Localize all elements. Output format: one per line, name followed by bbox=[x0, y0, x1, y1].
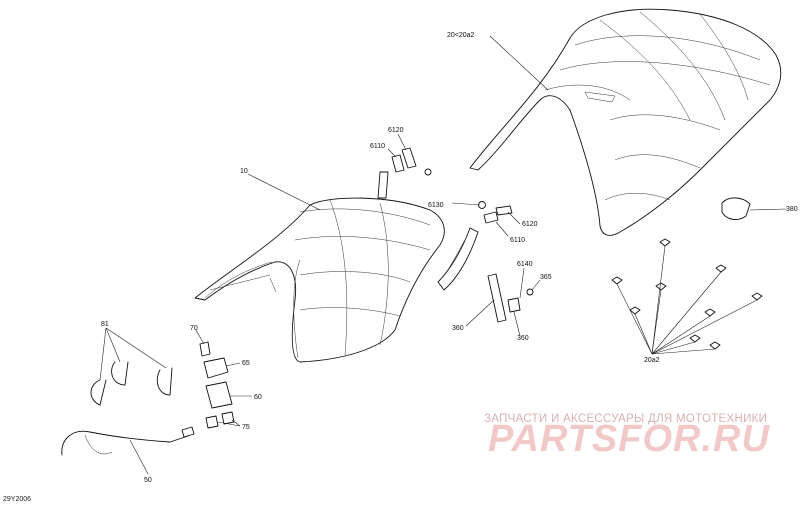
rear-seat bbox=[469, 8, 782, 236]
label-20a2: 20a2 bbox=[644, 357, 660, 364]
label-50: 50 bbox=[144, 477, 152, 484]
watermark-logo: PARTSFOR.RU bbox=[488, 418, 770, 460]
label-20-20a2: 20<20a2 bbox=[447, 32, 475, 39]
label-365: 365 bbox=[540, 274, 552, 281]
leader-lines bbox=[99, 35, 787, 475]
clips-20a2 bbox=[611, 238, 763, 350]
hardware-upper bbox=[391, 147, 751, 323]
diagram-code: 29Y2006 bbox=[3, 496, 32, 503]
label-65: 65 bbox=[242, 360, 250, 367]
hardware-lower bbox=[61, 341, 235, 456]
watermark-tagline: ЗАПЧАСТИ И АКСЕССУАРЫ ДЛЯ МОТОТЕХНИКИ bbox=[484, 413, 768, 425]
label-75: 75 bbox=[242, 424, 250, 431]
callout-labels: 20<20a2 6120 6110 10 6130 6120 6110 6140… bbox=[101, 32, 798, 484]
label-60: 60 bbox=[254, 394, 262, 401]
label-380: 380 bbox=[786, 206, 798, 213]
label-6130: 6130 bbox=[428, 202, 444, 209]
label-70: 70 bbox=[190, 325, 198, 332]
label-6120-upper: 6120 bbox=[388, 127, 404, 134]
label-360-rod: 360 bbox=[452, 325, 464, 332]
label-10: 10 bbox=[240, 168, 248, 175]
label-6140: 6140 bbox=[517, 261, 533, 268]
label-360-bolt: 360 bbox=[517, 335, 529, 342]
front-seat bbox=[194, 171, 479, 363]
label-6120-middle: 6120 bbox=[522, 221, 538, 228]
label-81: 81 bbox=[101, 321, 109, 328]
label-6110-middle: 6110 bbox=[510, 237, 525, 244]
label-6110-upper: 6110 bbox=[370, 143, 385, 150]
